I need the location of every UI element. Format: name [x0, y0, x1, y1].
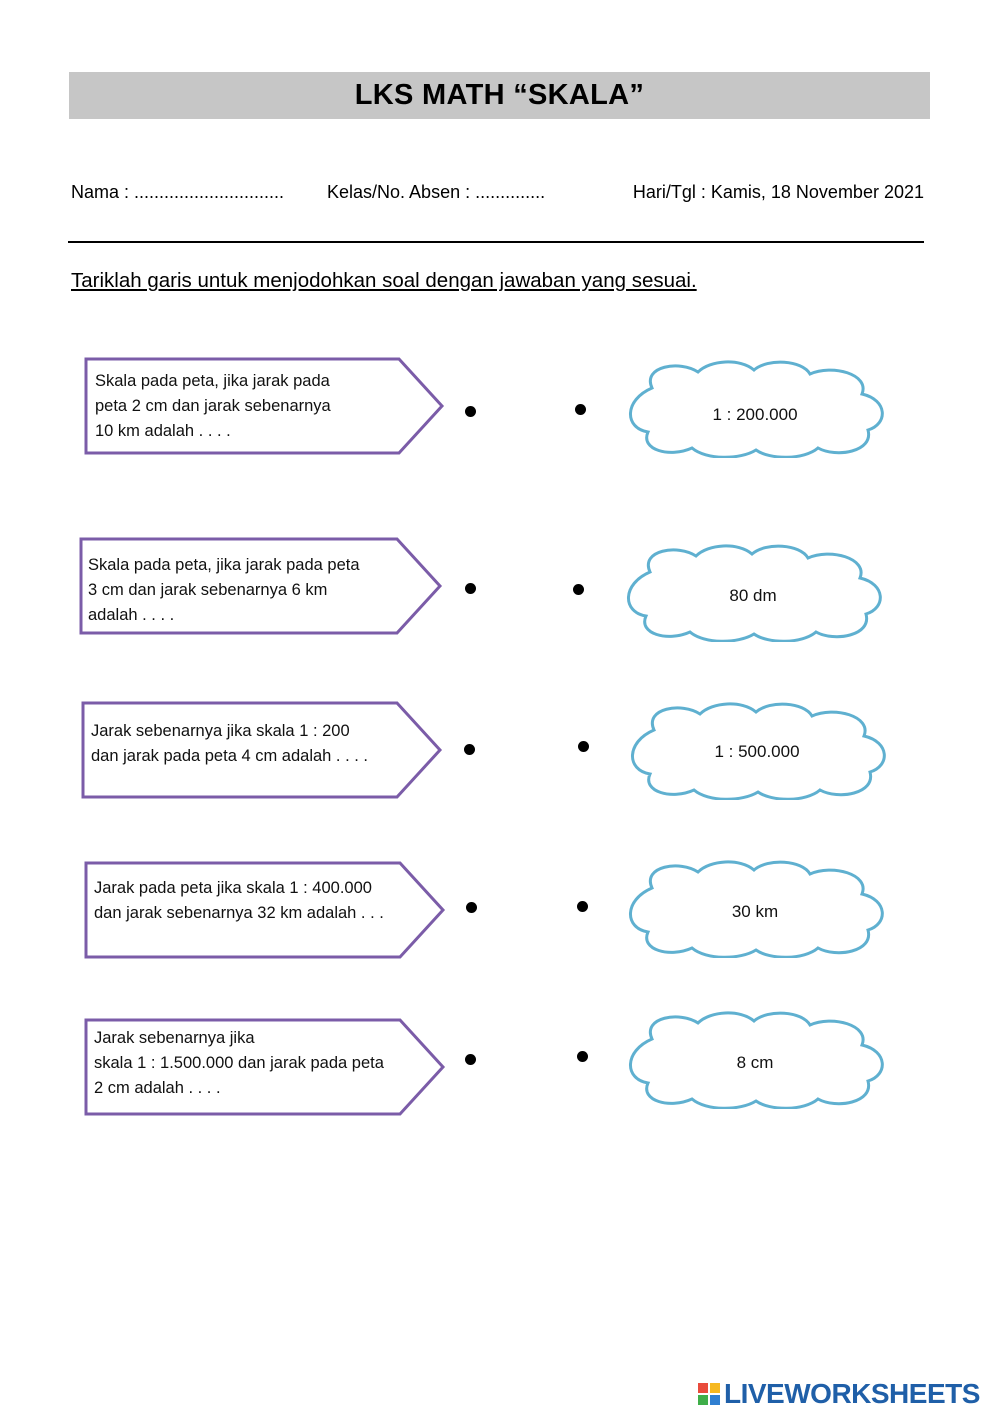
- question-dot-1[interactable]: [465, 406, 476, 417]
- date-field-label: Hari/Tgl : Kamis, 18 November 2021: [632, 182, 924, 202]
- answer-dot-3[interactable]: [578, 741, 589, 752]
- question-card-4: Jarak pada peta jika skala 1 : 400.000 d…: [84, 861, 446, 959]
- title-bar: LKS MATH “SKALA”: [69, 72, 930, 119]
- divider-line: [68, 241, 924, 243]
- answer-cloud-3: 1 : 500.000: [624, 702, 890, 800]
- question-card-5: Jarak sebenarnya jika skala 1 : 1.500.00…: [84, 1018, 446, 1116]
- question-card-1: Skala pada peta, jika jarak pada peta 2 …: [84, 357, 446, 455]
- question-dot-2[interactable]: [465, 583, 476, 594]
- answer-label: 1 : 500.000: [714, 742, 800, 761]
- answer-dot-1[interactable]: [575, 404, 586, 415]
- class-field-label: Kelas/No. Absen : ..............: [327, 182, 546, 202]
- instruction-text: Tariklah garis untuk menjodohkan soal de…: [71, 269, 697, 292]
- question-text: Jarak sebenarnya jika skala 1 : 1.500.00…: [94, 1029, 384, 1097]
- answer-label: 30 km: [731, 902, 779, 921]
- answer-label: 1 : 200.000: [712, 405, 798, 424]
- logo-icon: [698, 1383, 720, 1405]
- answer-cloud-2: 80 dm: [620, 544, 886, 642]
- answer-label: 8 cm: [736, 1053, 774, 1072]
- brand-text: LIVEWORKSHEETS: [724, 1378, 980, 1409]
- question-text: Jarak sebenarnya jika skala 1 : 200 dan …: [91, 722, 369, 765]
- question-card-2: Skala pada peta, jika jarak pada peta 3 …: [79, 537, 443, 635]
- answer-cloud-4: 30 km: [622, 860, 888, 958]
- answer-cloud-5: 8 cm: [622, 1011, 888, 1109]
- question-text: Skala pada peta, jika jarak pada peta 2 …: [95, 372, 331, 440]
- question-text: Skala pada peta, jika jarak pada peta 3 …: [88, 556, 360, 624]
- question-card-3: Jarak sebenarnya jika skala 1 : 200 dan …: [81, 701, 443, 799]
- answer-dot-2[interactable]: [573, 584, 584, 595]
- page-title: LKS MATH “SKALA”: [354, 79, 645, 111]
- question-dot-3[interactable]: [464, 744, 475, 755]
- answer-cloud-1: 1 : 200.000: [622, 360, 888, 458]
- liveworksheets-logo: LIVEWORKSHEETS: [698, 1378, 980, 1410]
- answer-label: 80 dm: [729, 586, 777, 605]
- question-dot-4[interactable]: [466, 902, 477, 913]
- answer-dot-5[interactable]: [577, 1051, 588, 1062]
- question-dot-5[interactable]: [465, 1054, 476, 1065]
- answer-dot-4[interactable]: [577, 901, 588, 912]
- question-text: Jarak pada peta jika skala 1 : 400.000 d…: [94, 879, 384, 922]
- name-field-label: Nama : ..............................: [71, 182, 285, 202]
